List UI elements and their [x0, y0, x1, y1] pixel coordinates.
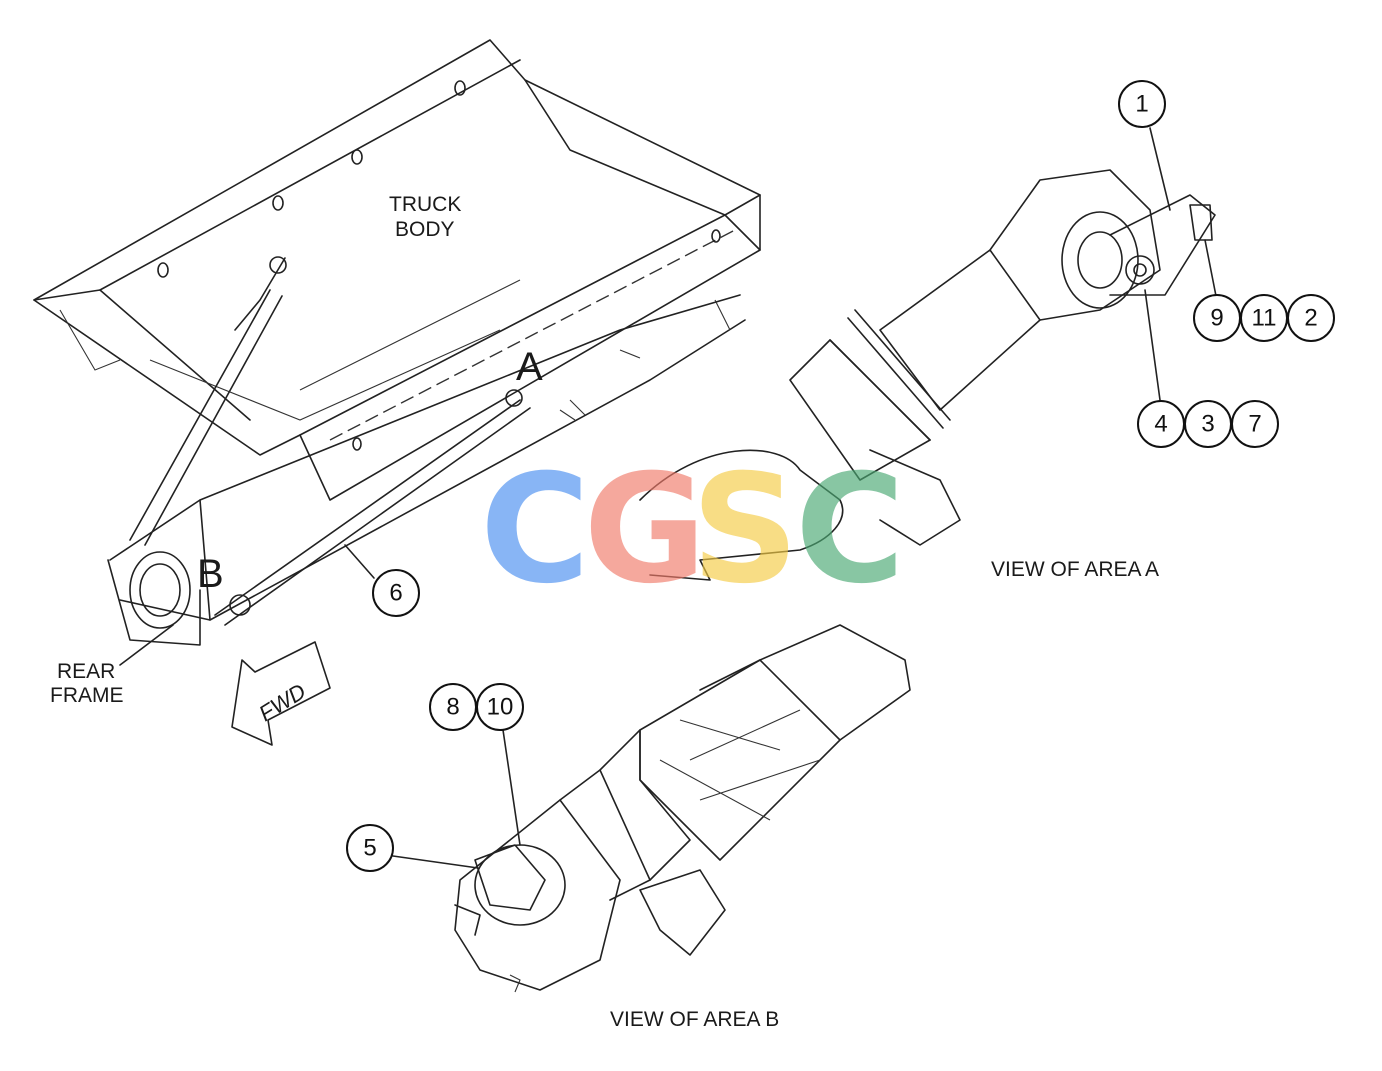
- callout-3: 3: [1184, 400, 1232, 448]
- callout-7-number: 7: [1248, 411, 1261, 438]
- rear-frame-label-line1: REAR: [57, 660, 115, 683]
- view-area-b-caption: VIEW OF AREA B: [610, 1008, 779, 1031]
- view-area-a-drawing: [639, 169, 1216, 581]
- callout-11-number: 11: [1252, 305, 1277, 332]
- rear-frame-label-line2: FRAME: [50, 684, 124, 707]
- callout-9-number: 9: [1210, 305, 1223, 332]
- area-b-marker: B: [197, 552, 224, 596]
- watermark-letter-c2: C: [795, 443, 905, 617]
- fwd-arrow-icon: FWD: [231, 641, 331, 746]
- callout-4: 4: [1137, 400, 1185, 448]
- callout-7: 7: [1231, 400, 1279, 448]
- truck-body-label-line2: BODY: [395, 218, 455, 241]
- callout-1: 1: [1118, 80, 1166, 128]
- callout-6-number: 6: [389, 580, 402, 607]
- callout-10: 10: [476, 683, 524, 731]
- watermark-letter-c1: C: [480, 443, 590, 617]
- callout-6: 6: [372, 569, 420, 617]
- view-area-a-caption: VIEW OF AREA A: [991, 558, 1159, 581]
- callout-3-number: 3: [1201, 411, 1214, 438]
- callout-5-number: 5: [363, 835, 376, 862]
- callout-11: 11: [1240, 294, 1288, 342]
- callout-2: 2: [1287, 294, 1335, 342]
- callout-5: 5: [346, 824, 394, 872]
- fwd-arrow-label: FWD: [254, 678, 310, 726]
- callout-4-number: 4: [1154, 411, 1167, 438]
- area-a-marker: A: [516, 345, 543, 389]
- watermark-letter-g: G: [583, 443, 706, 617]
- callout-1-number: 1: [1135, 91, 1148, 118]
- watermark-letter-s: S: [691, 443, 799, 617]
- callout-2-number: 2: [1304, 305, 1317, 332]
- callout-10-number: 10: [487, 694, 514, 721]
- cgsc-watermark-logo: C G S C: [480, 443, 905, 617]
- truck-overview-drawing: [33, 39, 761, 666]
- view-area-b-drawing: [454, 624, 911, 993]
- callout-leaders: [344, 127, 1217, 869]
- callout-8: 8: [429, 683, 477, 731]
- callout-9: 9: [1193, 294, 1241, 342]
- callout-8-number: 8: [446, 694, 459, 721]
- truck-body-label-line1: TRUCK: [389, 193, 461, 216]
